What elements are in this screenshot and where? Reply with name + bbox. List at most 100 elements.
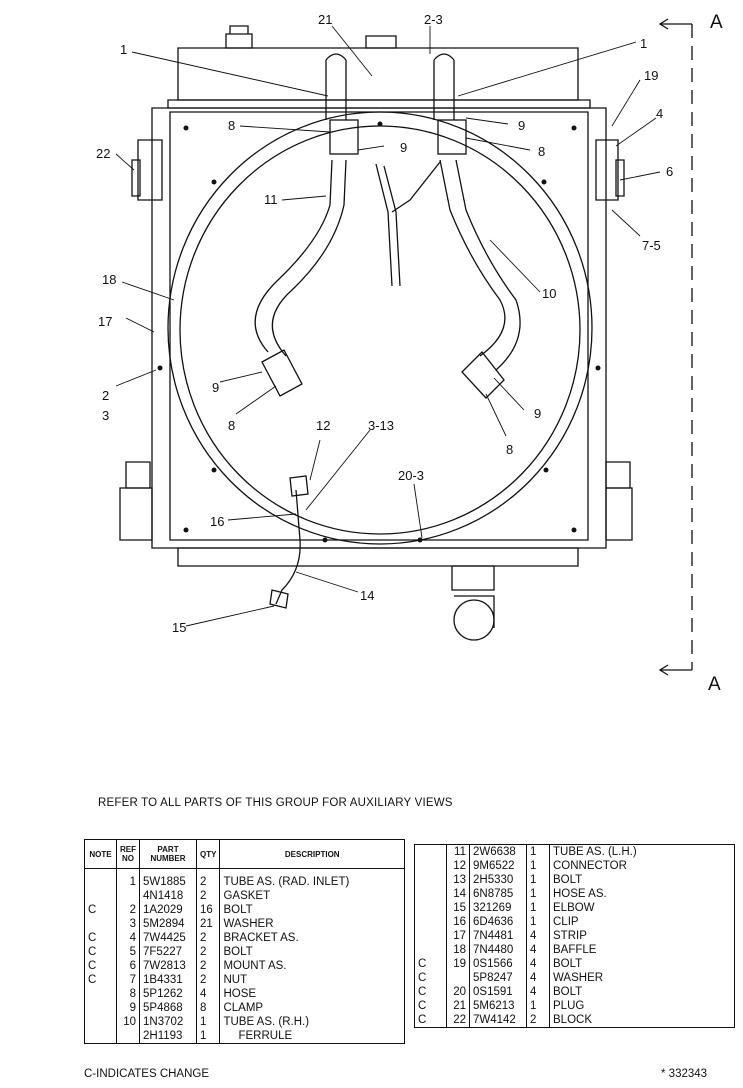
cell-part-number: 2W6638 (469, 844, 527, 859)
cell-description: WASHER (549, 971, 735, 985)
top-tank (177, 47, 579, 101)
cell-description: HOSE AS. (549, 887, 735, 901)
cell-qty: 21 (195, 917, 221, 931)
illustration-number: * 332343 (661, 1068, 708, 1080)
change-legend: C-INDICATES CHANGE (84, 1068, 210, 1080)
cell-qty: 1 (526, 999, 550, 1013)
cell-qty: 1 (526, 859, 550, 873)
cell-part-number: 5M6213 (469, 999, 527, 1013)
cell-ref: 4 (116, 931, 140, 945)
cell-part-number: 7N4481 (469, 929, 527, 943)
cell-description: PLUG (549, 999, 735, 1013)
hose-right-lower (461, 351, 505, 399)
cell-note (84, 889, 117, 903)
cell-description: BOLT (549, 957, 735, 971)
cell-note (84, 987, 117, 1001)
cell-ref: 14 (446, 887, 470, 901)
callout-4: 4 (656, 106, 663, 121)
callout-21: 21 (318, 12, 332, 27)
cell-part-number: 7F5227 (139, 945, 197, 959)
cell-ref: 18 (446, 943, 470, 957)
cell-description: NUT (219, 973, 405, 987)
cell-qty: 2 (195, 959, 221, 973)
cell-note (84, 1029, 117, 1044)
cell-note: C (414, 999, 447, 1013)
cell-description: CONNECTOR (549, 859, 735, 873)
cell-part-number: 7W2813 (139, 959, 197, 973)
cell-part-number: 0S1566 (469, 957, 527, 971)
cell-qty: 2 (195, 945, 221, 959)
side-bracket-right (595, 139, 619, 201)
cell-part-number: 1B4331 (139, 973, 197, 987)
hose-right-upper (437, 119, 467, 155)
callout-15: 15 (172, 620, 186, 635)
cell-part-number: 5W1885 (139, 875, 197, 889)
callout-22: 22 (96, 146, 110, 161)
callout-3: 3 (102, 408, 109, 423)
cell-part-number: 9M6522 (469, 859, 527, 873)
cell-description: CLIP (549, 915, 735, 929)
cell-part-number: 321269 (469, 901, 527, 915)
cell-note: C (414, 985, 447, 999)
cell-description: BOLT (549, 873, 735, 887)
cell-part-number: 2H5330 (469, 873, 527, 887)
cell-description: TUBE AS. (L.H.) (549, 844, 735, 859)
callout-17: 17 (98, 314, 112, 329)
cell-note: C (84, 945, 117, 959)
cell-qty: 2 (526, 1013, 550, 1028)
cell-ref: 7 (116, 973, 140, 987)
cell-description: ELBOW (549, 901, 735, 915)
cell-note (414, 859, 447, 873)
cell-ref (446, 971, 470, 985)
cell-note: C (84, 959, 117, 973)
header-qty: QTY (195, 839, 221, 869)
cell-part-number: 6N8785 (469, 887, 527, 901)
callout-9-c: 9 (212, 380, 219, 395)
cell-note (414, 873, 447, 887)
cell-qty: 1 (526, 844, 550, 859)
mount-lower-right (605, 487, 633, 541)
cell-part-number: 7W4142 (469, 1013, 527, 1028)
cell-note (414, 929, 447, 943)
cell-description: FERRULE (219, 1029, 405, 1044)
cell-part-number: 5P8247 (469, 971, 527, 985)
outlet-pipe (451, 565, 495, 591)
callout-12: 12 (316, 418, 330, 433)
callout-11: 11 (264, 192, 278, 207)
cell-ref: 12 (446, 859, 470, 873)
cell-ref: 15 (446, 901, 470, 915)
tube-as-rh (433, 53, 455, 120)
callout-16: 16 (210, 514, 224, 529)
cell-note (414, 901, 447, 915)
cell-part-number: 7W4425 (139, 931, 197, 945)
cell-qty: 1 (526, 901, 550, 915)
cell-description: GASKET (219, 889, 405, 903)
cell-ref: 11 (446, 844, 470, 859)
cell-note (84, 1001, 117, 1015)
cell-note (84, 875, 117, 889)
cell-note: C (414, 957, 447, 971)
bottom-tank (177, 547, 579, 567)
callout-10: 10 (542, 286, 556, 301)
callout-2-3: 2-3 (424, 12, 443, 27)
cell-description: MOUNT AS. (219, 959, 405, 973)
cell-qty: 1 (526, 915, 550, 929)
cell-qty: 8 (195, 1001, 221, 1015)
cell-description: BLOCK (549, 1013, 735, 1028)
radiator-exploded-diagram: 21 2-3 1 1 19 4 8 9 9 8 22 6 7-5 11 18 1… (96, 12, 723, 695)
cell-description: BOLT (549, 985, 735, 999)
cell-ref: 10 (116, 1015, 140, 1029)
cell-qty: 4 (526, 985, 550, 999)
